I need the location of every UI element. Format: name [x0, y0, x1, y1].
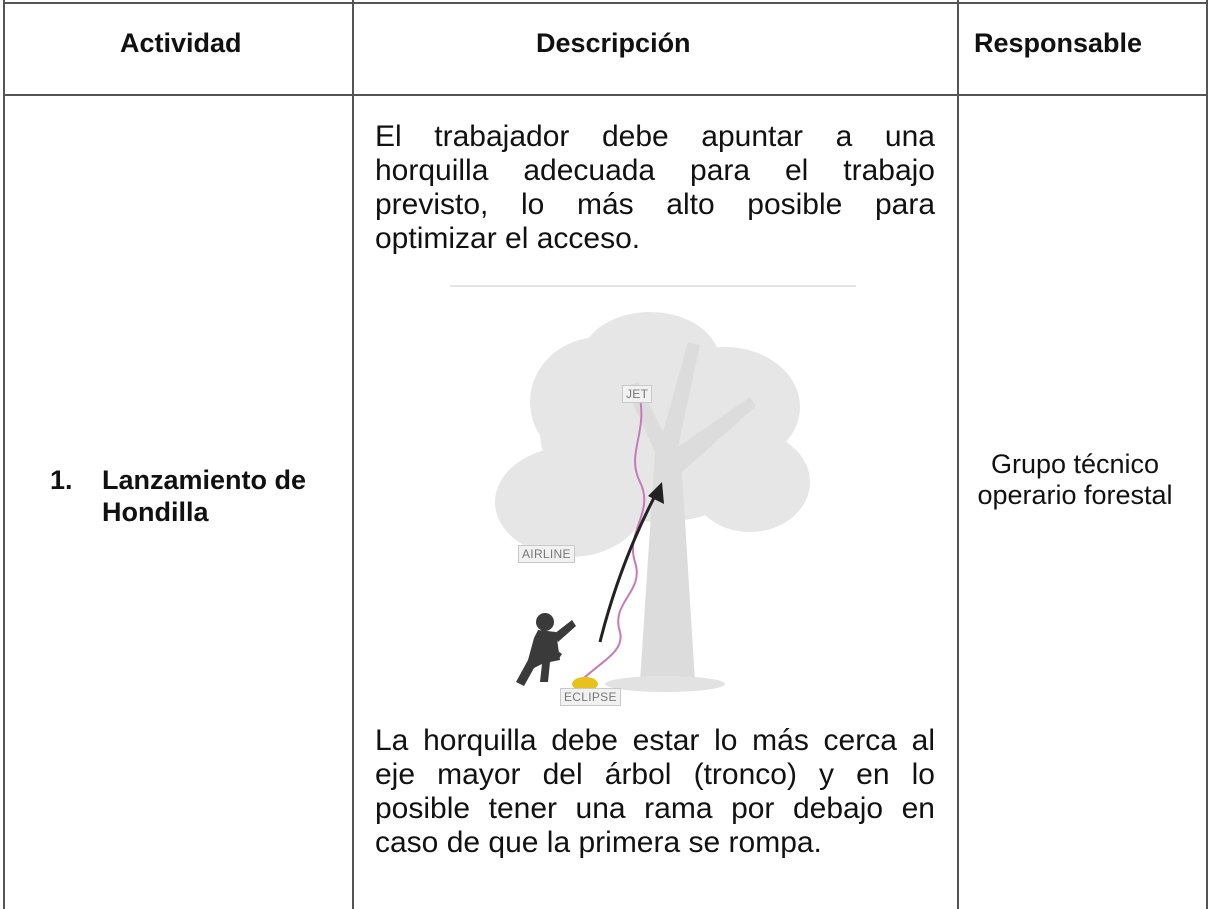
header-activity: Actividad	[120, 28, 242, 58]
table-border-top	[3, 2, 1208, 4]
person-silhouette	[516, 613, 576, 686]
activity-title: Lanzamiento de Hondilla	[102, 465, 307, 527]
header-responsible: Responsable	[974, 28, 1143, 58]
description-bottom: La horquilla debe estar lo más cerca al …	[375, 724, 935, 859]
description-top: El trabajador debe apuntar a una horquil…	[375, 120, 935, 255]
activity-number: 1.	[50, 465, 73, 495]
throw-bag	[572, 677, 598, 691]
label-eclipse: ECLIPSE	[560, 688, 621, 706]
table-border-left	[3, 0, 5, 909]
arrow-head	[648, 482, 664, 504]
tree-trunk	[625, 342, 756, 682]
header-description: Descripción	[536, 28, 691, 58]
column-divider-2	[957, 0, 959, 909]
upward-arrow	[598, 489, 660, 643]
header-divider	[3, 94, 1208, 96]
column-divider-1	[352, 0, 354, 909]
label-airline: AIRLINE	[518, 545, 575, 563]
table-border-right	[1206, 0, 1208, 909]
responsible-cell: Grupo técnico operario forestal	[977, 449, 1173, 510]
label-jet: JET	[622, 385, 653, 403]
tree-climbing-illustration: JET AIRLINE ECLIPSE	[450, 282, 860, 712]
illustration-svg	[450, 285, 856, 692]
throw-line	[581, 389, 646, 681]
